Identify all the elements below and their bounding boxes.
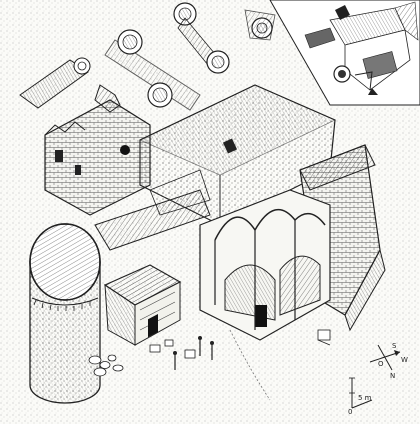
scale-bar: 0 5 m [348, 377, 373, 416]
inset-site-plan [269, 0, 420, 106]
compass-rose: S O W N [369, 342, 408, 380]
scale-label-zero: 0 [348, 408, 352, 416]
round-window [120, 145, 130, 155]
footpath [229, 329, 271, 401]
scale-label-five: 5 m [358, 394, 372, 402]
compass-label-w: W [401, 356, 408, 364]
northwest-curtain-wall [19, 57, 91, 109]
north-arrow-mini [368, 88, 378, 95]
courtyard-wall [94, 169, 211, 251]
compass-label-n: N [390, 372, 395, 380]
compass-label-s: S [392, 342, 397, 350]
workers-and-carts [149, 329, 331, 370]
compass-label-o: O [378, 360, 384, 368]
round-keep [29, 223, 101, 404]
tower-foundations-row [104, 2, 276, 111]
stone-rubble [88, 354, 124, 377]
gate-tower [44, 84, 151, 216]
vaulted-hall [199, 189, 331, 341]
wooden-shed [103, 264, 182, 346]
